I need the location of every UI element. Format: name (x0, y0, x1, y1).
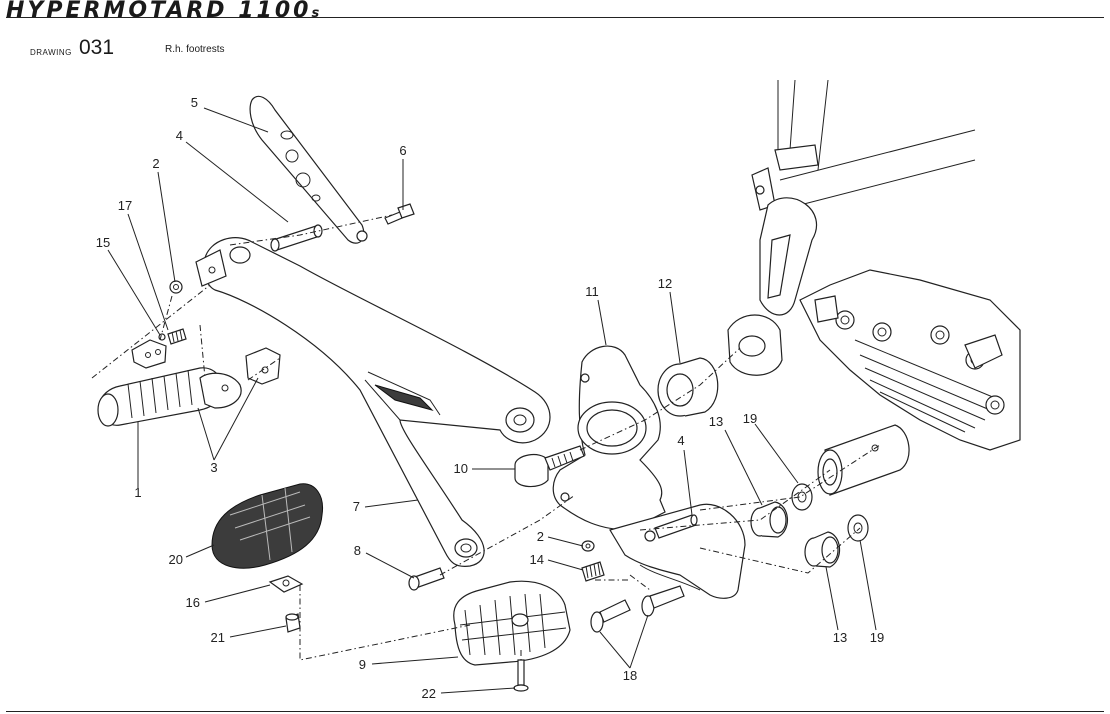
callout-13-upper: 13 (709, 414, 723, 429)
callout-6: 6 (399, 143, 406, 158)
heel-guard (249, 95, 368, 244)
bolt-8 (408, 567, 445, 591)
rider-footpeg (97, 367, 242, 427)
callout-20: 20 (169, 552, 183, 567)
callout-18: 18 (623, 668, 637, 683)
callout-5: 5 (191, 95, 198, 110)
leader-lines (107, 107, 877, 694)
spring-17 (167, 328, 187, 345)
callout-19-lower: 19 (870, 630, 884, 645)
callout-3: 3 (210, 460, 217, 475)
header-rule (6, 17, 1104, 18)
rubber-pad (211, 483, 324, 569)
callout-12: 12 (658, 276, 672, 291)
bushing-13-upper (750, 501, 788, 538)
callout-2-upper: 2 (152, 156, 159, 171)
callout-2-lower: 2 (537, 529, 544, 544)
callout-4-upper: 4 (176, 128, 183, 143)
callout-9: 9 (359, 657, 366, 672)
callout-10: 10 (454, 461, 468, 476)
bushing-13-lower (804, 531, 841, 568)
screw-6 (384, 203, 415, 225)
callout-1: 1 (134, 485, 141, 500)
callout-8: 8 (354, 543, 361, 558)
footrest-bracket (195, 237, 551, 567)
spring-14 (581, 561, 605, 582)
callout-13-lower: 13 (833, 630, 847, 645)
footpeg-plate-right (245, 347, 281, 385)
callout-15: 15 (96, 235, 110, 250)
spacer (817, 424, 910, 496)
bushing-12 (657, 357, 719, 417)
callout-7: 7 (353, 499, 360, 514)
screw-22 (513, 659, 529, 692)
plate-16 (268, 575, 304, 593)
lever (609, 503, 746, 599)
nut-2-lower (581, 540, 595, 552)
bushing-21 (285, 613, 301, 633)
screw-10 (514, 445, 585, 488)
callout-22: 22 (422, 686, 436, 701)
model-title-suffix: s (311, 6, 321, 21)
drawing-description: R.h. footrests (165, 44, 225, 55)
rear-linkage-arm (727, 314, 783, 376)
callout-11: 11 (585, 284, 599, 299)
frame-tubes (751, 79, 976, 316)
callout-17: 17 (118, 198, 132, 213)
drawing-label: DRAWING (30, 48, 72, 57)
washer-19-lower (847, 514, 869, 542)
callout-16: 16 (186, 595, 200, 610)
nut-2-upper (169, 280, 183, 294)
screw-18b (641, 585, 685, 617)
callout-4-lower: 4 (677, 433, 684, 448)
callout-21: 21 (211, 630, 225, 645)
drawing-number: 031 (79, 36, 115, 59)
callout-19-upper: 19 (743, 411, 757, 426)
engine-case (799, 269, 1021, 451)
footpeg-plate-left (131, 339, 167, 369)
mounting-plate (552, 345, 666, 531)
washer-19-upper (791, 483, 813, 511)
callout-14: 14 (530, 552, 544, 567)
assembly-lines (91, 214, 881, 661)
pin (270, 224, 323, 252)
footer-rule (6, 711, 1104, 712)
callout-labels: 5 4 6 2 17 15 1 3 7 8 10 11 12 4 2 14 20… (96, 95, 884, 701)
rider-footpeg-right (453, 580, 571, 666)
screw-18a (590, 599, 631, 633)
